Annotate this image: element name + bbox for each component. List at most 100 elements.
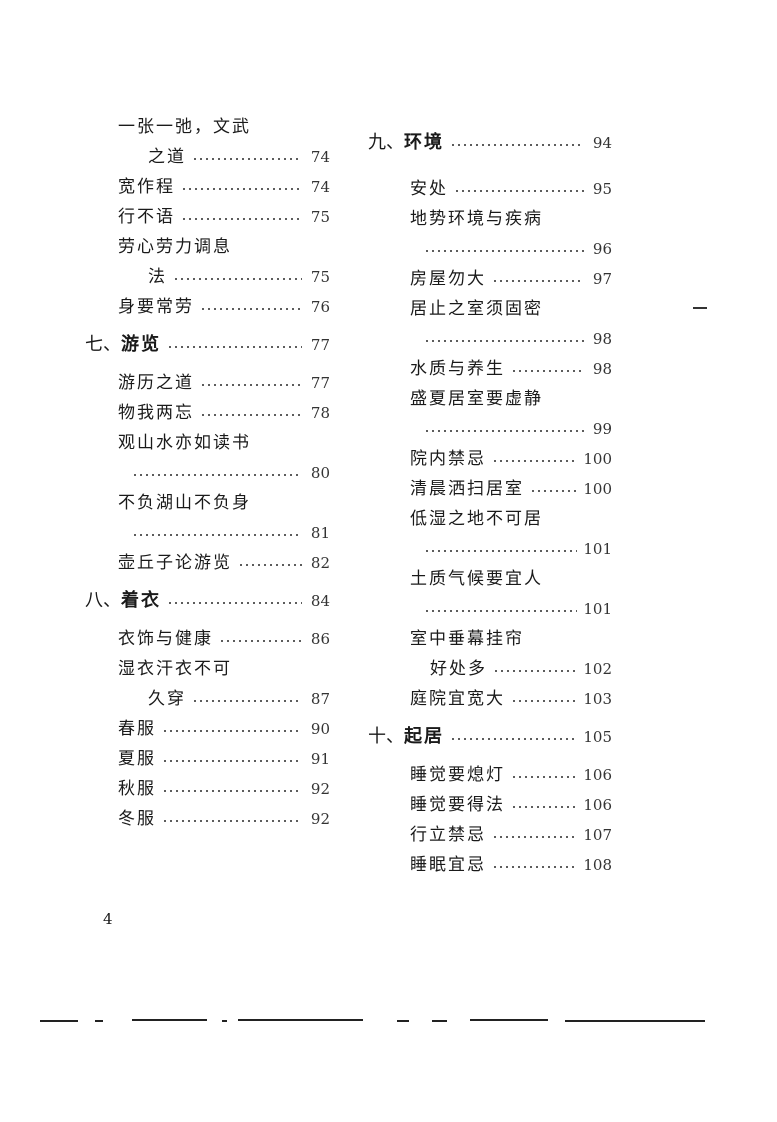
- entry-title: 室中垂幕挂帘: [410, 629, 524, 649]
- page-ref: 81: [310, 524, 330, 542]
- page-ref: 77: [310, 374, 330, 392]
- entry-title: 身要常劳: [118, 297, 194, 317]
- toc-entry[interactable]: 行立禁忌 107: [368, 820, 612, 850]
- leader-dots: [167, 346, 302, 348]
- leader-dots: [493, 670, 578, 672]
- toc-entry-continuation[interactable]: 99: [368, 414, 612, 444]
- page-ref: 98: [592, 330, 612, 348]
- page-ref: 106: [583, 766, 612, 784]
- leader-dots: [200, 414, 302, 416]
- entry-title: 盛夏居室要虚静: [410, 389, 543, 409]
- leader-dots: [162, 820, 302, 822]
- toc-entry-continuation[interactable]: 101: [368, 534, 612, 564]
- toc-entry-first-line: 土质气候要宜人: [368, 564, 612, 594]
- leader-dots: [424, 610, 578, 612]
- toc-entry[interactable]: 夏服 91: [85, 744, 330, 774]
- page-ref: 92: [310, 810, 330, 828]
- chapter-title: 环境: [404, 132, 444, 153]
- entry-title: 睡觉要熄灯: [410, 765, 505, 785]
- entry-title: 清晨洒扫居室: [410, 479, 524, 499]
- page-ref: 77: [310, 336, 330, 354]
- leader-dots: [132, 534, 302, 536]
- toc-entry-continuation[interactable]: 101: [368, 594, 612, 624]
- page-ref: 107: [583, 826, 612, 844]
- page-ref: 103: [583, 690, 612, 708]
- entry-title: 地势环境与疾病: [410, 209, 543, 229]
- leader-dots: [192, 700, 302, 702]
- leader-dots: [450, 738, 578, 740]
- entry-title: 游历之道: [118, 373, 194, 393]
- page-ref: 91: [310, 750, 330, 768]
- toc-entry-first-line: 地势环境与疾病: [368, 204, 612, 234]
- leader-dots: [162, 790, 302, 792]
- leader-dots: [424, 550, 578, 552]
- page-number: 4: [103, 910, 113, 928]
- leader-dots: [511, 370, 584, 372]
- entry-title: 一张一弛，文武: [118, 117, 251, 137]
- chapter-number: 九、: [368, 132, 404, 153]
- toc-entry[interactable]: 睡觉要熄灯 106: [368, 760, 612, 790]
- leader-dots: [162, 760, 302, 762]
- entry-title: 行立禁忌: [410, 825, 486, 845]
- toc-entry-continuation[interactable]: 80: [85, 458, 330, 488]
- toc-entry-first-line: 湿衣汗衣不可: [85, 654, 330, 684]
- page-ref: 86: [310, 630, 330, 648]
- toc-entry-continuation[interactable]: 98: [368, 324, 612, 354]
- chapter-number: 十、: [368, 726, 404, 747]
- leader-dots: [424, 250, 584, 252]
- chapter-title: 起居: [404, 726, 444, 747]
- entry-title: 夏服: [118, 749, 156, 769]
- toc-entry-continuation[interactable]: 96: [368, 234, 612, 264]
- entry-title: 宽作程: [118, 177, 175, 197]
- toc-entry[interactable]: 宽作程 74: [85, 172, 330, 202]
- leader-dots: [511, 776, 578, 778]
- leader-dots: [492, 866, 578, 868]
- toc-entry[interactable]: 冬服 92: [85, 804, 330, 834]
- leader-dots: [200, 308, 302, 310]
- page-ref: 82: [310, 554, 330, 572]
- toc-entry-first-line: 低湿之地不可居: [368, 504, 612, 534]
- entry-title-continuation: 好处多: [430, 659, 487, 679]
- leader-dots: [530, 490, 578, 492]
- toc-entry[interactable]: 游历之道 77: [85, 368, 330, 398]
- page-ref: 99: [592, 420, 612, 438]
- entry-title: 冬服: [118, 809, 156, 829]
- leader-dots: [424, 340, 584, 342]
- entry-title: 居止之室须固密: [410, 299, 543, 319]
- toc-entry-first-line: 盛夏居室要虚静: [368, 384, 612, 414]
- toc-entry-continuation[interactable]: 81: [85, 518, 330, 548]
- page-ref: 97: [592, 270, 612, 288]
- entry-title-continuation: 法: [148, 267, 167, 287]
- toc-entry-first-line: 一张一弛，文武: [85, 112, 330, 142]
- leader-dots: [219, 640, 302, 642]
- leader-dots: [492, 280, 584, 282]
- toc-entry-first-line: 室中垂幕挂帘: [368, 624, 612, 654]
- page-ref: 74: [310, 178, 330, 196]
- entry-title: 劳心劳力调息: [118, 237, 232, 257]
- page-ref: 98: [592, 360, 612, 378]
